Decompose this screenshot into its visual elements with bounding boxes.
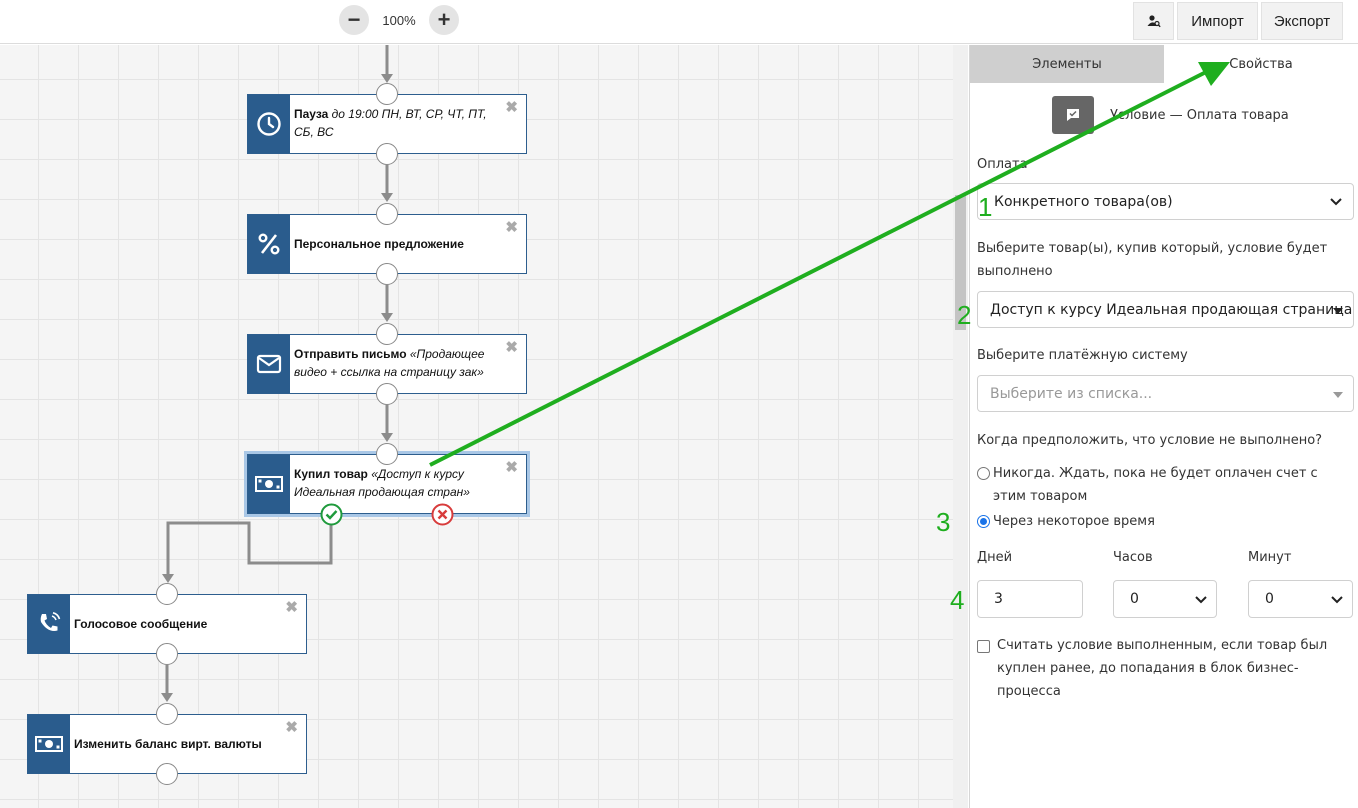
- input-port[interactable]: [376, 83, 398, 105]
- input-port[interactable]: [376, 443, 398, 465]
- condition-comment-icon: [1052, 96, 1094, 134]
- caret-down-icon: [1333, 308, 1343, 314]
- payment-label: Оплата: [977, 157, 1028, 172]
- output-port[interactable]: [376, 143, 398, 165]
- payment-system-label: Выберите платёжную систему: [977, 348, 1188, 363]
- top-toolbar: − 100% + Импорт Экспорт: [0, 0, 1358, 44]
- output-port[interactable]: [156, 643, 178, 665]
- condition-header: Условие — Оплата товара: [1052, 96, 1352, 134]
- radio-after-time-label: Через некоторое время: [993, 514, 1155, 529]
- no-port-cross-icon[interactable]: [431, 503, 454, 526]
- money-icon: [28, 715, 70, 773]
- days-label: Дней: [977, 550, 1013, 565]
- block-text: Пауза до 19:00 ПН, ВТ, СР, ЧТ, ПТ, СБ, В…: [294, 107, 487, 139]
- radio-never-row[interactable]: Никогда. Ждать, пока не будет оплачен сч…: [977, 462, 1347, 508]
- percent-icon: [248, 215, 290, 273]
- already-bought-checkbox-row[interactable]: Считать условие выполненным, если товар …: [977, 634, 1347, 703]
- money-icon: [248, 455, 290, 513]
- hours-label: Часов: [1113, 550, 1153, 565]
- minutes-select[interactable]: 0: [1248, 580, 1353, 618]
- export-button[interactable]: Экспорт: [1261, 2, 1343, 40]
- product-label: Выберите товар(ы), купив который, услови…: [977, 241, 1328, 279]
- phone-icon: [28, 595, 70, 653]
- already-bought-checkbox[interactable]: [977, 640, 990, 653]
- properties-panel: Элементы Свойства Условие — Оплата товар…: [969, 45, 1358, 808]
- zoom-out-button[interactable]: −: [339, 5, 369, 35]
- annotation-number-4: 4: [950, 585, 965, 615]
- tab-properties[interactable]: Свойства: [1164, 45, 1358, 83]
- tab-elements[interactable]: Элементы: [970, 45, 1164, 83]
- user-search-button[interactable]: [1133, 2, 1174, 40]
- input-port[interactable]: [156, 583, 178, 605]
- radio-never-label: Никогда. Ждать, пока не будет оплачен сч…: [993, 466, 1318, 504]
- radio-after-time-row[interactable]: Через некоторое время: [977, 510, 1155, 533]
- annotation-number-1: 1: [978, 192, 993, 222]
- output-port[interactable]: [376, 383, 398, 405]
- chevron-down-icon: [1331, 596, 1343, 604]
- zoom-in-button[interactable]: +: [429, 5, 459, 35]
- not-met-label: Когда предположить, что условие не выпол…: [977, 433, 1323, 448]
- zoom-level: 100%: [382, 13, 416, 28]
- caret-down-icon: [1333, 392, 1343, 398]
- canvas-scrollbar[interactable]: [953, 45, 968, 808]
- close-icon[interactable]: ✖: [285, 599, 298, 616]
- radio-after-time[interactable]: [977, 515, 990, 528]
- input-port[interactable]: [376, 323, 398, 345]
- payment-system-placeholder: Выберите из списка...: [990, 385, 1153, 402]
- user-search-icon: [1147, 15, 1161, 28]
- annotation-number-2: 2: [957, 300, 972, 330]
- input-port[interactable]: [376, 203, 398, 225]
- block-text: Отправить письмо «Продающее видео + ссыл…: [294, 347, 485, 379]
- close-icon[interactable]: ✖: [285, 719, 298, 736]
- chevron-down-icon: [1195, 596, 1207, 604]
- workflow-canvas[interactable]: [0, 45, 968, 808]
- hours-select-value: 0: [1130, 591, 1139, 607]
- close-icon[interactable]: ✖: [505, 219, 518, 236]
- close-icon[interactable]: ✖: [505, 459, 518, 476]
- output-port[interactable]: [376, 263, 398, 285]
- days-input-value: 3: [994, 591, 1003, 607]
- days-input[interactable]: 3: [977, 580, 1083, 618]
- clock-icon: [248, 95, 290, 153]
- block-text: Изменить баланс вирт. валюты: [74, 737, 262, 751]
- close-icon[interactable]: ✖: [505, 99, 518, 116]
- payment-select-value: Конкретного товара(ов): [994, 193, 1173, 210]
- minutes-select-value: 0: [1265, 591, 1274, 607]
- input-port[interactable]: [156, 703, 178, 725]
- hours-select[interactable]: 0: [1113, 580, 1217, 618]
- already-bought-label: Считать условие выполненным, если товар …: [997, 638, 1328, 699]
- condition-title: Условие — Оплата товара: [1110, 107, 1289, 123]
- chevron-down-icon: [1330, 198, 1342, 206]
- radio-never[interactable]: [977, 467, 990, 480]
- block-text: Персональное предложение: [294, 237, 464, 251]
- output-port[interactable]: [156, 763, 178, 785]
- yes-port-check-icon[interactable]: [320, 503, 343, 526]
- payment-system-select[interactable]: Выберите из списка...: [977, 375, 1354, 412]
- envelope-icon: [248, 335, 290, 393]
- payment-select[interactable]: Конкретного товара(ов): [977, 183, 1354, 220]
- minutes-label: Минут: [1248, 550, 1292, 565]
- annotation-number-3: 3: [936, 507, 951, 537]
- product-select[interactable]: Доступ к курсу Идеальная продающая стран…: [977, 291, 1354, 328]
- block-text: Голосовое сообщение: [74, 617, 208, 631]
- import-button[interactable]: Импорт: [1177, 2, 1258, 40]
- close-icon[interactable]: ✖: [505, 339, 518, 356]
- block-text: Купил товар «Доступ к курсу Идеальная пр…: [294, 467, 470, 499]
- panel-tabs: Элементы Свойства: [970, 45, 1358, 83]
- product-select-value: Доступ к курсу Идеальная продающая стран…: [990, 301, 1353, 318]
